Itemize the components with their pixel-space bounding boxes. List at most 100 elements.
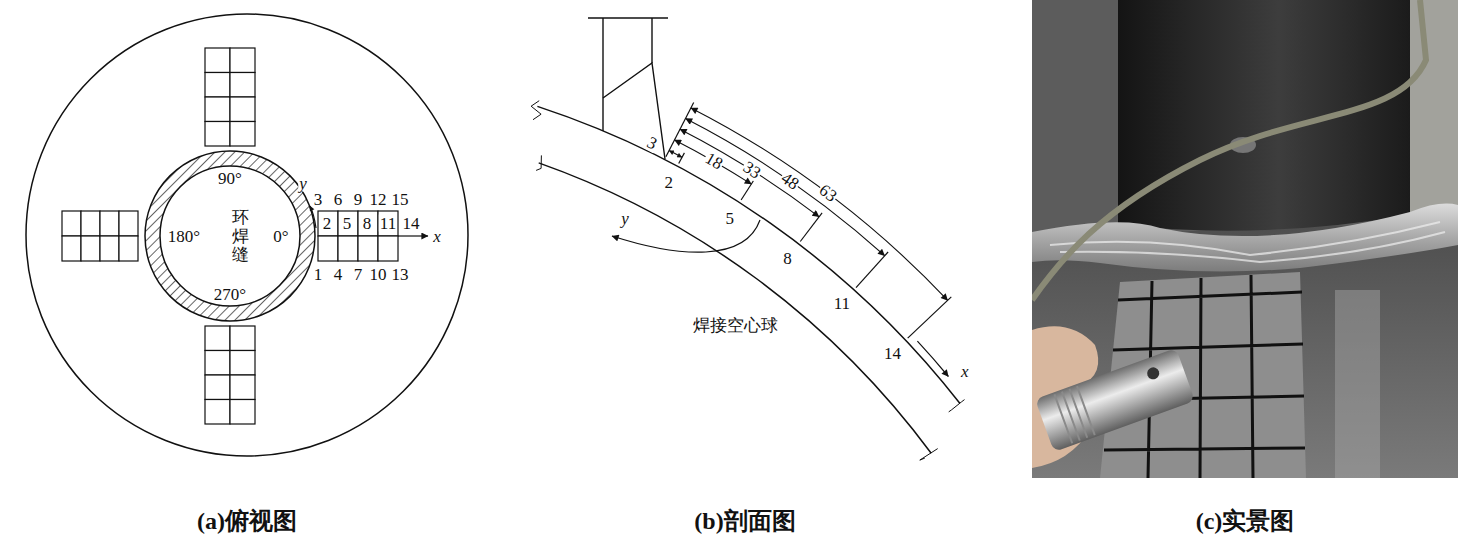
grid-cell: [100, 211, 119, 236]
grid-cell: [119, 211, 138, 236]
grid-cell: [230, 375, 255, 400]
steel-tube: [1118, 0, 1410, 231]
point-number: 13: [392, 266, 409, 283]
grid-cell: [230, 351, 255, 376]
point-number: 11: [834, 295, 850, 312]
y-axis-arrow: [310, 206, 316, 228]
dimension-value: 18: [701, 149, 726, 173]
break-mark: [949, 400, 965, 412]
dimension-line: [669, 151, 682, 158]
point-number: 8: [362, 215, 373, 232]
photo-background: [1032, 0, 1458, 478]
point-number: 15: [392, 191, 409, 208]
axis-label: x: [433, 228, 441, 245]
grid-cell: [205, 400, 230, 425]
grid-cell: [62, 236, 81, 261]
grid-cell: [81, 211, 100, 236]
probe-socket: [1145, 366, 1160, 381]
extension-line: [908, 297, 952, 338]
point-number: 5: [726, 209, 735, 226]
axis-label: x: [961, 363, 969, 380]
dimension-line: [680, 129, 819, 217]
grid-cell: [358, 236, 378, 261]
grid-cell: [338, 211, 358, 236]
point-number: 6: [334, 191, 343, 208]
angle-label: 270°: [214, 286, 246, 303]
grid-cell: [230, 73, 255, 98]
photo: [1032, 0, 1458, 478]
weld-ripple: [1050, 222, 1445, 262]
grid-cell: [230, 122, 255, 147]
weld-bead: [1032, 204, 1458, 272]
grid-cell: [338, 236, 358, 261]
extension-line: [741, 180, 754, 200]
tube-wall: [602, 18, 603, 131]
grid-cell: [378, 211, 398, 236]
sphere-inner-surface: [539, 163, 932, 453]
grid-cell: [205, 73, 230, 98]
point-number: 14: [402, 215, 421, 232]
point-number: 4: [334, 266, 343, 283]
dimension-line: [686, 119, 885, 256]
angle-label: 90°: [218, 170, 242, 187]
point-number: 12: [370, 191, 387, 208]
axis-label: y: [298, 175, 308, 192]
tube-wall: [651, 18, 652, 63]
grid-cell: [230, 400, 255, 425]
point-number: 5: [342, 215, 353, 232]
grid-cell: [205, 351, 230, 376]
grid-cell: [205, 122, 230, 147]
extension-line: [856, 252, 888, 288]
grid-cell: [62, 211, 81, 236]
angle-label: 180°: [168, 228, 200, 245]
panel-caption: (a)俯视图: [197, 509, 297, 533]
cable: [1032, 0, 1426, 300]
grid-cell: [205, 97, 230, 122]
point-number: 9: [354, 191, 363, 208]
grid-cell: [358, 211, 378, 236]
grid-cell: [205, 375, 230, 400]
grid-cell: [318, 236, 338, 261]
sphere-label: 焊接空心球: [693, 317, 778, 334]
dimension-value: 3: [643, 133, 660, 153]
grid-cell: [119, 236, 138, 261]
panel-caption: (c)实景图: [1196, 509, 1295, 533]
grid-cell: [318, 211, 338, 236]
weld-label: 环焊缝: [232, 208, 249, 264]
point-number: 14: [884, 344, 901, 361]
x-axis-arrow: [398, 235, 428, 236]
point-number: 2: [322, 215, 333, 232]
grid-cell: [230, 97, 255, 122]
grid-cell: [230, 48, 255, 73]
dimension-line: [691, 108, 948, 301]
panel-caption: (b)剖面图: [694, 509, 795, 533]
break-mark: [536, 155, 541, 170]
sphere-outer-surface: [537, 106, 959, 403]
grid-cell: [81, 236, 100, 261]
angle-label: 0°: [273, 228, 288, 245]
tube-top: [588, 17, 668, 18]
dimension-value: 63: [815, 181, 840, 206]
sphere-highlight: [1335, 290, 1380, 478]
break-mark: [531, 101, 541, 120]
axis-label: y: [621, 210, 629, 227]
point-number: 10: [370, 266, 387, 283]
point-number: 2: [665, 174, 674, 191]
dimension-value: 33: [739, 158, 764, 183]
probe: [1035, 348, 1195, 452]
grid-cell: [205, 48, 230, 73]
extension-line: [679, 153, 685, 164]
ring-weld: [145, 151, 315, 321]
grid-cell: [205, 326, 230, 351]
sphere-outline: [26, 14, 468, 456]
point-number: 1: [314, 266, 323, 283]
dimension-value: 48: [777, 168, 802, 193]
grid-cell: [100, 236, 119, 261]
probe-body: [1035, 348, 1195, 452]
break-mark: [920, 449, 938, 461]
grid-cell: [378, 236, 398, 261]
point-number: 7: [354, 266, 363, 283]
y-axis-arrow: [612, 220, 760, 252]
